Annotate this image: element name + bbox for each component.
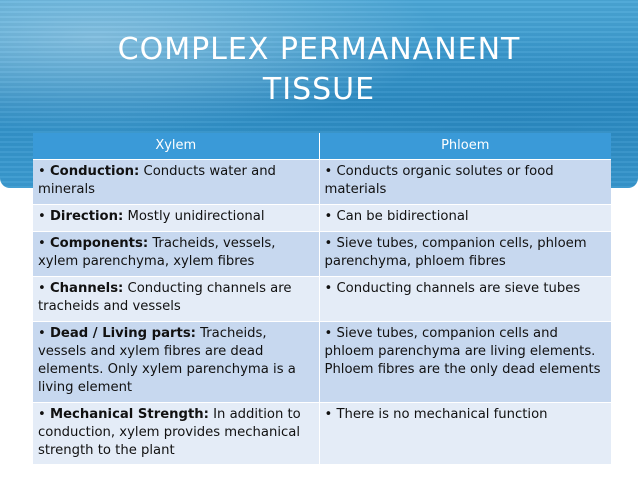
cell-label: Channels: xyxy=(49,280,124,296)
table-row: • Direction: Mostly unidirectional • Can… xyxy=(33,203,611,231)
xylem-cell: • Conduction: Conducts water and mineral… xyxy=(33,158,320,204)
bullet: • xyxy=(324,325,333,341)
cell-label: Conduction: xyxy=(49,163,140,179)
bullet: • xyxy=(38,208,46,224)
cell-label: Direction: xyxy=(49,208,124,224)
cell-text: Sieve tubes, companion cells, phloem par… xyxy=(324,235,587,269)
bullet: • xyxy=(38,163,46,179)
cell-text: Tracheids, vessels and xylem fibres are … xyxy=(38,325,296,395)
cell-text: There is no mechanical function xyxy=(332,406,548,422)
bullet: • xyxy=(38,280,46,296)
phloem-cell: • Can be bidirectional xyxy=(319,203,611,231)
cell-text: Conducts water and minerals xyxy=(38,163,276,197)
bullet: • xyxy=(38,325,46,341)
phloem-cell: • Sieve tubes, companion cells, phloem p… xyxy=(319,230,611,276)
xylem-cell: • Dead / Living parts: Tracheids, vessel… xyxy=(33,320,320,402)
table-header-row: Xylem Phloem xyxy=(33,133,611,159)
cell-label: Components: xyxy=(49,235,149,251)
bullet: • xyxy=(324,406,333,422)
bullet: • xyxy=(38,235,46,251)
table-row: • Dead / Living parts: Tracheids, vessel… xyxy=(33,320,611,402)
cell-text: In addition to conduction, xylem provide… xyxy=(38,406,301,458)
comparison-table: Xylem Phloem • Conduction: Conducts wate… xyxy=(33,133,611,464)
table-row: • Conduction: Conducts water and mineral… xyxy=(33,158,611,204)
phloem-cell: • Conducting channels are sieve tubes xyxy=(319,275,611,321)
cell-text: Conducts organic solutes or food materia… xyxy=(324,163,554,197)
cell-text: Sieve tubes, companion cells and phloem … xyxy=(324,325,601,377)
table-row: • Channels: Conducting channels are trac… xyxy=(33,275,611,321)
header-phloem: Phloem xyxy=(319,133,611,159)
slide-title: COMPLEX PERMANANENT TISSUE xyxy=(60,30,578,110)
header-xylem: Xylem xyxy=(33,133,320,159)
title-line-2: TISSUE xyxy=(262,72,376,107)
cell-text: Conducting channels are sieve tubes xyxy=(332,280,581,296)
bullet: • xyxy=(324,280,333,296)
cell-text: Tracheids, vessels, xylem parenchyma, xy… xyxy=(38,235,276,269)
bullet: • xyxy=(324,235,333,251)
xylem-cell: • Direction: Mostly unidirectional xyxy=(33,203,320,231)
phloem-cell: • Conducts organic solutes or food mater… xyxy=(319,158,611,204)
table-row: • Components: Tracheids, vessels, xylem … xyxy=(33,230,611,276)
phloem-cell: • There is no mechanical function xyxy=(319,401,611,464)
cell-label: Mechanical Strength: xyxy=(49,406,209,422)
xylem-cell: • Channels: Conducting channels are trac… xyxy=(33,275,320,321)
cell-label: Dead / Living parts: xyxy=(49,325,196,341)
xylem-cell: • Mechanical Strength: In addition to co… xyxy=(33,401,320,464)
table-row: • Mechanical Strength: In addition to co… xyxy=(33,401,611,464)
bullet: • xyxy=(324,163,333,179)
bullet: • xyxy=(324,208,333,224)
title-line-1: COMPLEX PERMANANENT xyxy=(117,32,521,67)
cell-text: Mostly unidirectional xyxy=(123,208,265,224)
xylem-cell: • Components: Tracheids, vessels, xylem … xyxy=(33,230,320,276)
phloem-cell: • Sieve tubes, companion cells and phloe… xyxy=(319,320,611,402)
bullet: • xyxy=(38,406,46,422)
cell-text: Conducting channels are tracheids and ve… xyxy=(38,280,292,314)
cell-text: Can be bidirectional xyxy=(332,208,469,224)
